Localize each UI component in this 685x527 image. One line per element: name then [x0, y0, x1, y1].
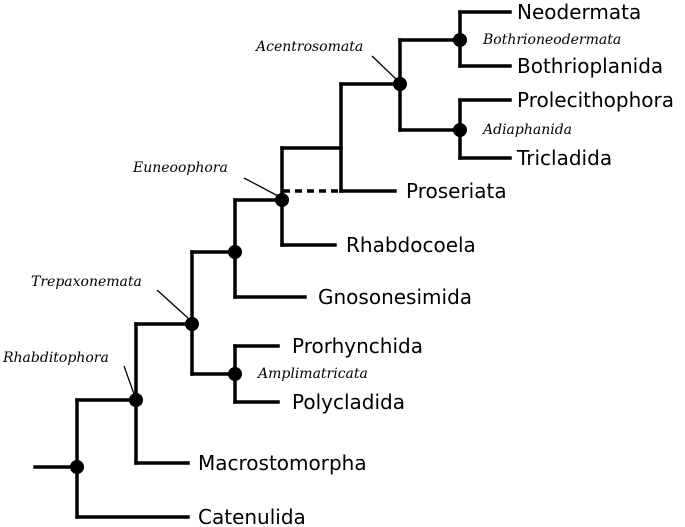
taxon-rhabdocoela: Rhabdocoela [346, 233, 476, 257]
taxon-prolecithophora: Prolecithophora [517, 88, 674, 112]
pointer-rhabditophora [123, 365, 135, 395]
taxon-proseriata: Proseriata [406, 179, 507, 203]
pointer-euneoophora [243, 177, 279, 197]
label-pointers [123, 55, 397, 395]
taxon-labels: Neodermata Bothrioplanida Prolecithophor… [198, 0, 674, 527]
clade-amplimatricata: Amplimatricata [256, 366, 368, 382]
tree-nodes [70, 33, 467, 474]
taxon-neodermata: Neodermata [517, 0, 641, 24]
taxon-gnosonesimida: Gnosonesimida [318, 285, 472, 309]
taxon-macrostomorpha: Macrostomorpha [198, 451, 367, 475]
taxon-catenulida: Catenulida [198, 505, 306, 527]
node-bothrioneodermata [453, 33, 467, 47]
clade-trepaxonemata: Trepaxonemata [31, 274, 142, 290]
node-amplimatricata [228, 367, 242, 381]
tree-branches [33, 10, 512, 519]
taxon-bothrioplanida: Bothrioplanida [517, 54, 663, 78]
node-gnosonesimida-split [228, 245, 242, 259]
node-trepaxonemata [185, 317, 199, 331]
clade-acentrosomata: Acentrosomata [254, 39, 363, 55]
node-euneoophora [275, 193, 289, 207]
clade-labels: Acentrosomata Bothrioneodermata Adiaphan… [2, 32, 621, 382]
node-root [70, 460, 84, 474]
taxon-prorhynchida: Prorhynchida [292, 334, 423, 358]
clade-adiaphanida: Adiaphanida [481, 122, 572, 138]
pointer-acentrosomata [371, 55, 397, 80]
clade-euneoophora: Euneoophora [132, 160, 228, 176]
node-acentrosomata [393, 77, 407, 91]
clade-bothrioneodermata: Bothrioneodermata [482, 32, 621, 48]
pointer-trepaxonemata [156, 289, 189, 319]
taxon-tricladida: Tricladida [516, 146, 612, 170]
clade-rhabditophora: Rhabditophora [2, 350, 109, 366]
node-rhabditophora [129, 393, 143, 407]
node-adiaphanida [453, 123, 467, 137]
taxon-polycladida: Polycladida [292, 390, 405, 414]
